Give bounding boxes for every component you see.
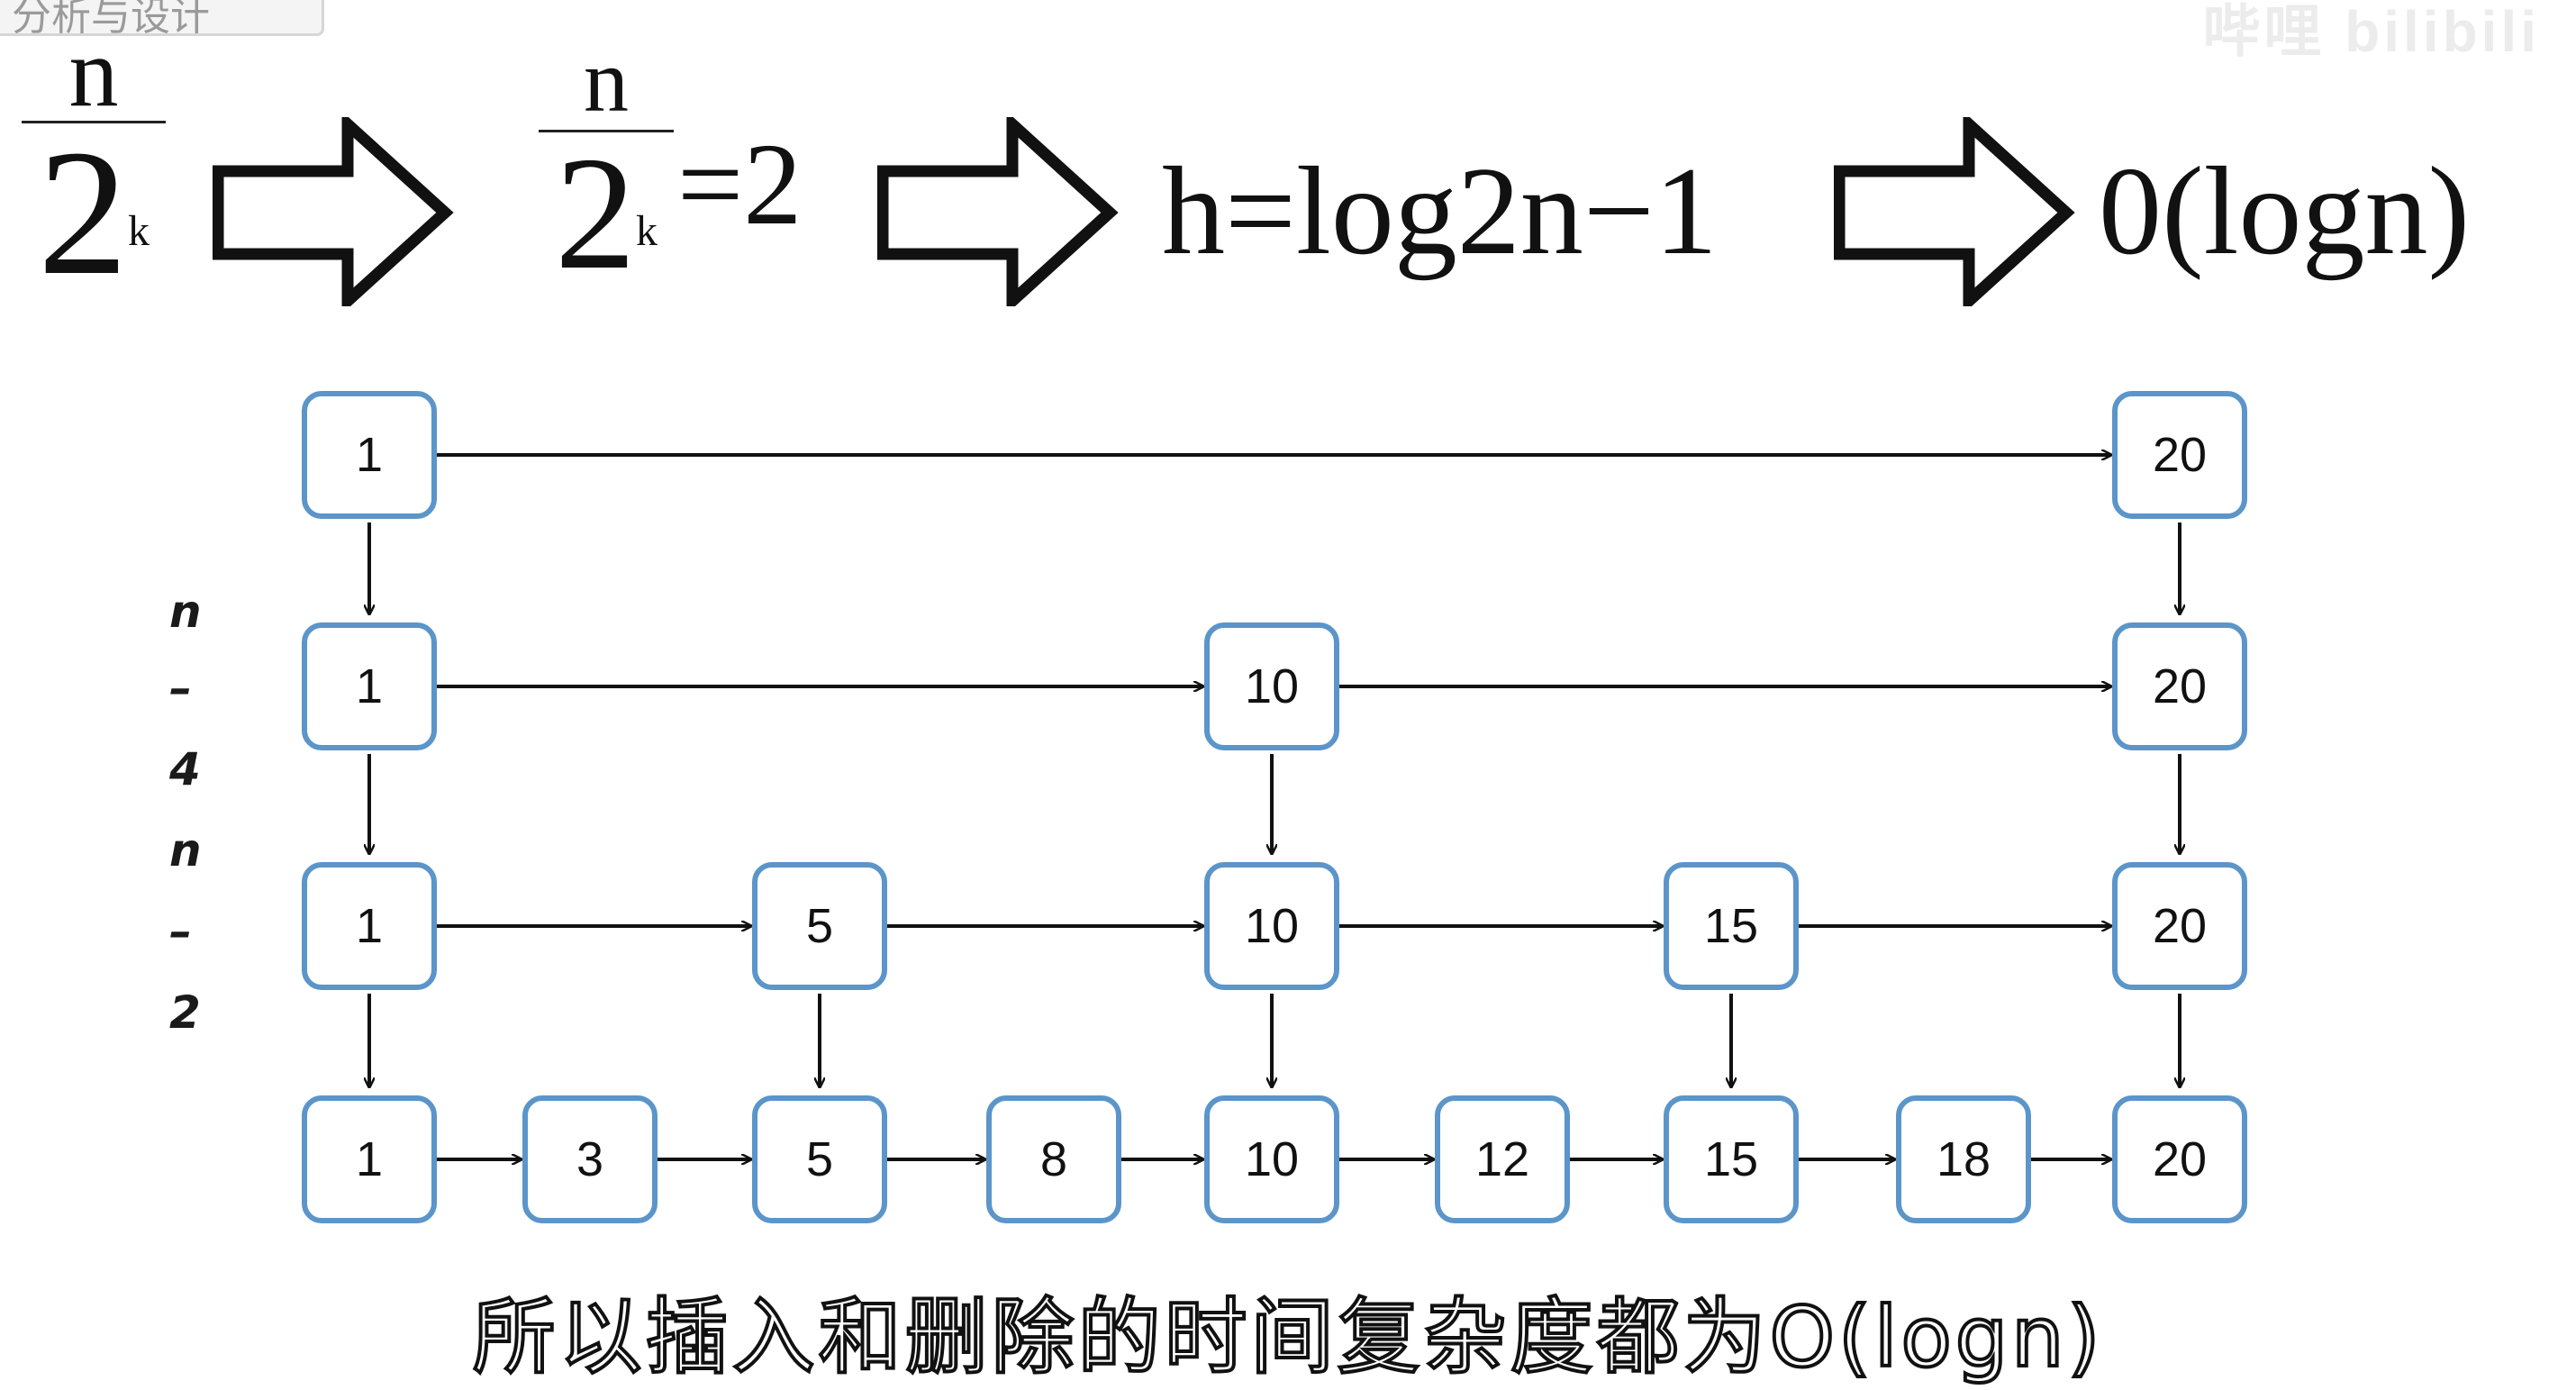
fraction-n-over-2k-equals: n 2k [539,31,674,295]
skip-list-node: 1 [302,391,437,519]
skip-list-node: 1 [302,862,437,990]
skip-list-node: 12 [1435,1095,1570,1223]
skip-list-links [0,0,2576,1303]
side-label: – [169,662,192,714]
skip-list-node: 10 [1204,622,1339,750]
skip-list-node: 5 [752,862,887,990]
skip-list-node: 20 [2112,622,2247,750]
denominator-base: 2 [38,114,128,313]
height-formula: h=log2n−1 [1162,141,1718,281]
subtitle-caption: 所以插入和删除的时间复杂度都为O(logn) [471,1287,2104,1387]
skip-list-node: 5 [752,1095,887,1223]
skip-list-node: 1 [302,1095,437,1223]
skip-list-node: 15 [1664,1095,1799,1223]
side-label: 2 [169,986,201,1039]
side-label: 4 [169,743,201,795]
bilibili-watermark: 哔哩 bilibili [2202,0,2540,64]
fraction-numerator: n [584,31,629,131]
skip-list-node: 20 [2112,1095,2247,1223]
fraction-numerator: n [68,17,119,127]
denominator-exponent: k [128,207,150,255]
skip-list-node: 20 [2112,391,2247,519]
hollow-arrow-icon [877,117,1119,306]
fraction-denominator: 2k [539,132,674,295]
skip-list-node: 10 [1204,862,1339,990]
skip-list-node: 15 [1664,862,1799,990]
top-badge: 分析与设计 [0,0,324,36]
fraction-bar [539,130,674,132]
complexity-result: 0(logn) [2099,141,2471,281]
denominator-exponent: k [636,207,658,255]
skip-list-node: 1 [302,622,437,750]
skip-list-node: 18 [1896,1095,2031,1223]
denominator-base: 2 [555,123,636,303]
side-label: n [169,824,202,877]
skip-list-node: 10 [1204,1095,1339,1223]
skip-list-node: 8 [986,1095,1121,1223]
hollow-arrow-icon [213,117,454,306]
fraction-bar [22,121,166,123]
side-label: – [169,905,192,958]
fraction-denominator: 2k [22,123,166,304]
skip-list-node: 3 [522,1095,658,1223]
hollow-arrow-icon [1834,117,2075,306]
fraction-n-over-2k: n 2k [22,17,166,304]
side-label: n [169,586,202,638]
skip-list-node: 20 [2112,862,2247,990]
equals-two: =2 [677,120,803,250]
